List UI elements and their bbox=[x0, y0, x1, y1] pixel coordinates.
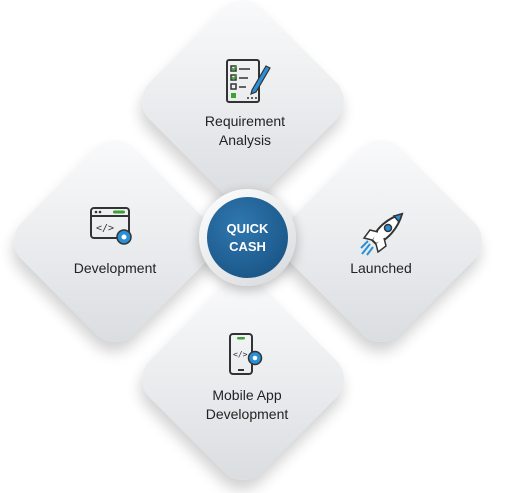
development-line1: Development bbox=[73, 260, 157, 276]
checklist-pencil-icon bbox=[226, 59, 271, 103]
launched-label: Launched bbox=[306, 259, 456, 278]
mobile-app-development-line2: Development bbox=[205, 406, 289, 422]
requirement-analysis-line1: Requirement bbox=[204, 113, 286, 129]
code-window-gear-icon: </> bbox=[90, 207, 132, 245]
center-badge: QUICK CASH bbox=[199, 189, 296, 286]
requirement-analysis-line2: Analysis bbox=[218, 132, 272, 148]
center-circle: QUICK CASH bbox=[207, 197, 288, 278]
mobile-code-gear-icon: </> bbox=[229, 333, 263, 375]
mobile-app-development-line1: Mobile App bbox=[212, 387, 282, 403]
rocket-icon bbox=[360, 212, 404, 256]
launched-line1: Launched bbox=[350, 260, 412, 276]
requirement-analysis-label: Requirement Analysis bbox=[170, 112, 320, 150]
svg-text:</>: </> bbox=[233, 350, 248, 359]
center-line1: QUICK bbox=[226, 220, 269, 236]
development-label: Development bbox=[40, 259, 190, 278]
mobile-app-development-label: Mobile App Development bbox=[172, 386, 322, 424]
svg-text:</>: </> bbox=[96, 223, 114, 234]
center-line2: CASH bbox=[229, 238, 266, 254]
